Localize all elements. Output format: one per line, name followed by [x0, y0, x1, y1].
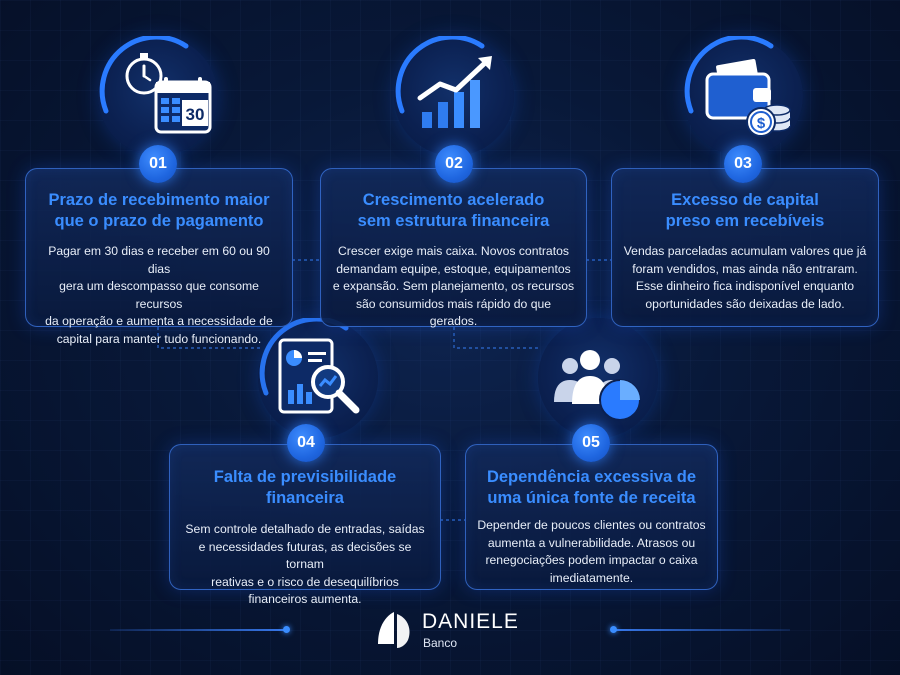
step-card-5: Dependência excessiva de uma única fonte… [465, 444, 718, 590]
card-text-line: gera um descompasso que consome recursos [59, 279, 259, 311]
step-number-badge-4: 04 [287, 424, 325, 462]
footer-line-right [614, 629, 790, 631]
card-text-line: oportunidades são deixadas de lado. [645, 296, 845, 311]
card-title-line-1: Dependência excessiva de [486, 468, 697, 486]
step-card-4: Falta de previsibilidade financeira Sem … [169, 444, 441, 606]
brand-mark-icon [378, 612, 410, 648]
card-title-line-1: Prazo de recebimento maior [48, 191, 270, 209]
card-description: Vendas parceladas acumulam valores que j… [622, 243, 868, 313]
card-text-line: Vendas parceladas acumulam valores que j… [623, 244, 867, 258]
card-title: Falta de previsibilidade financeira [180, 467, 430, 509]
brand-subtitle: Banco [423, 636, 458, 650]
step-1-icon-circle: 30 [98, 36, 218, 156]
card-title-line-2: uma única fonte de receita [487, 489, 696, 507]
step-card-3: Excesso de capital preso em recebíveis V… [611, 168, 879, 327]
card-description: Crescer exige mais caixa. Novos contrato… [331, 243, 576, 331]
card-text-line: Pagar em 30 dias e receber em 60 ou 90 d… [48, 244, 270, 276]
card-title-line-1: Falta de previsibilidade financeira [213, 468, 397, 507]
card-title-line-2: preso em recebíveis [665, 212, 825, 230]
card-text-line: reativas e o risco de desequilíbrios [211, 574, 399, 589]
card-text-line: aumenta a vulnerabilidade. Atrasos ou [487, 535, 696, 550]
brand-logo: DANIELE Banco [372, 608, 532, 654]
card-text-line: e expansão. Sem planejamento, os recurso… [332, 279, 575, 293]
card-text-line: Esse dinheiro fica indisponível enquanto [635, 279, 855, 293]
card-text-line: demandam equipe, estoque, equipamentos [336, 261, 571, 276]
card-title-line-2: sem estrutura financeira [357, 212, 550, 230]
step-2-icon-circle [394, 36, 514, 156]
card-text-line: imediatamente. [549, 570, 634, 585]
card-title-line-1: Crescimento acelerado [362, 191, 545, 209]
coin-symbol-text: $ [757, 115, 766, 132]
wallet-coins-icon: $ [684, 36, 791, 137]
stopwatch-calendar-icon: 30 [99, 36, 212, 134]
card-text-line: financeiros aumenta. [248, 592, 362, 606]
card-text-line: da operação e aumenta a necessidade de [45, 314, 273, 328]
card-text-line: renegociações podem impactar o caixa [485, 553, 698, 567]
footer-dot-right [610, 626, 617, 633]
card-description: Pagar em 30 dias e receber em 60 ou 90 d… [36, 243, 282, 348]
card-text-line: Sem controle detalhado de entradas, saíd… [185, 522, 425, 536]
card-text-line: capital para manter tudo funcionando. [56, 331, 262, 346]
step-number-badge-3: 03 [724, 145, 762, 183]
card-text-line: Depender de poucos clientes ou contratos [477, 518, 706, 532]
card-description: Depender de poucos clientes ou contratos… [476, 517, 707, 587]
calendar-day-text: 30 [186, 105, 205, 124]
step-number-badge-1: 01 [139, 145, 177, 183]
step-4-icon-circle [258, 318, 378, 438]
card-description: Sem controle detalhado de entradas, saíd… [180, 521, 430, 609]
card-title: Prazo de recebimento maior que o prazo d… [36, 190, 282, 232]
step-card-1: Prazo de recebimento maior que o prazo d… [25, 168, 293, 346]
footer-line-left [110, 629, 286, 631]
card-title: Dependência excessiva de uma única fonte… [476, 467, 707, 509]
card-text-line: Crescer exige mais caixa. Novos contrato… [338, 244, 569, 258]
step-card-2: Crescimento acelerado sem estrutura fina… [320, 168, 587, 328]
step-3-icon-circle: $ [683, 36, 803, 156]
card-title: Excesso de capital preso em recebíveis [622, 190, 868, 232]
growth-chart-icon [395, 36, 492, 128]
brand-name: DANIELE [422, 610, 519, 633]
card-text-line: foram vendidos, mas ainda não entraram. [632, 261, 858, 276]
card-text-line: são consumidos mais rápido do que gerado… [355, 296, 552, 329]
footer-dot-left [283, 626, 290, 633]
card-title: Crescimento acelerado sem estrutura fina… [331, 190, 576, 232]
step-5-icon-circle [538, 318, 658, 438]
card-title-line-2: que o prazo de pagamento [54, 212, 264, 230]
step-number-badge-5: 05 [572, 424, 610, 462]
card-title-line-1: Excesso de capital [671, 191, 819, 209]
step-number-badge-2: 02 [435, 145, 473, 183]
card-text-line: e necessidades futuras, as decisões se t… [198, 539, 412, 572]
people-pie-icon [554, 350, 641, 421]
